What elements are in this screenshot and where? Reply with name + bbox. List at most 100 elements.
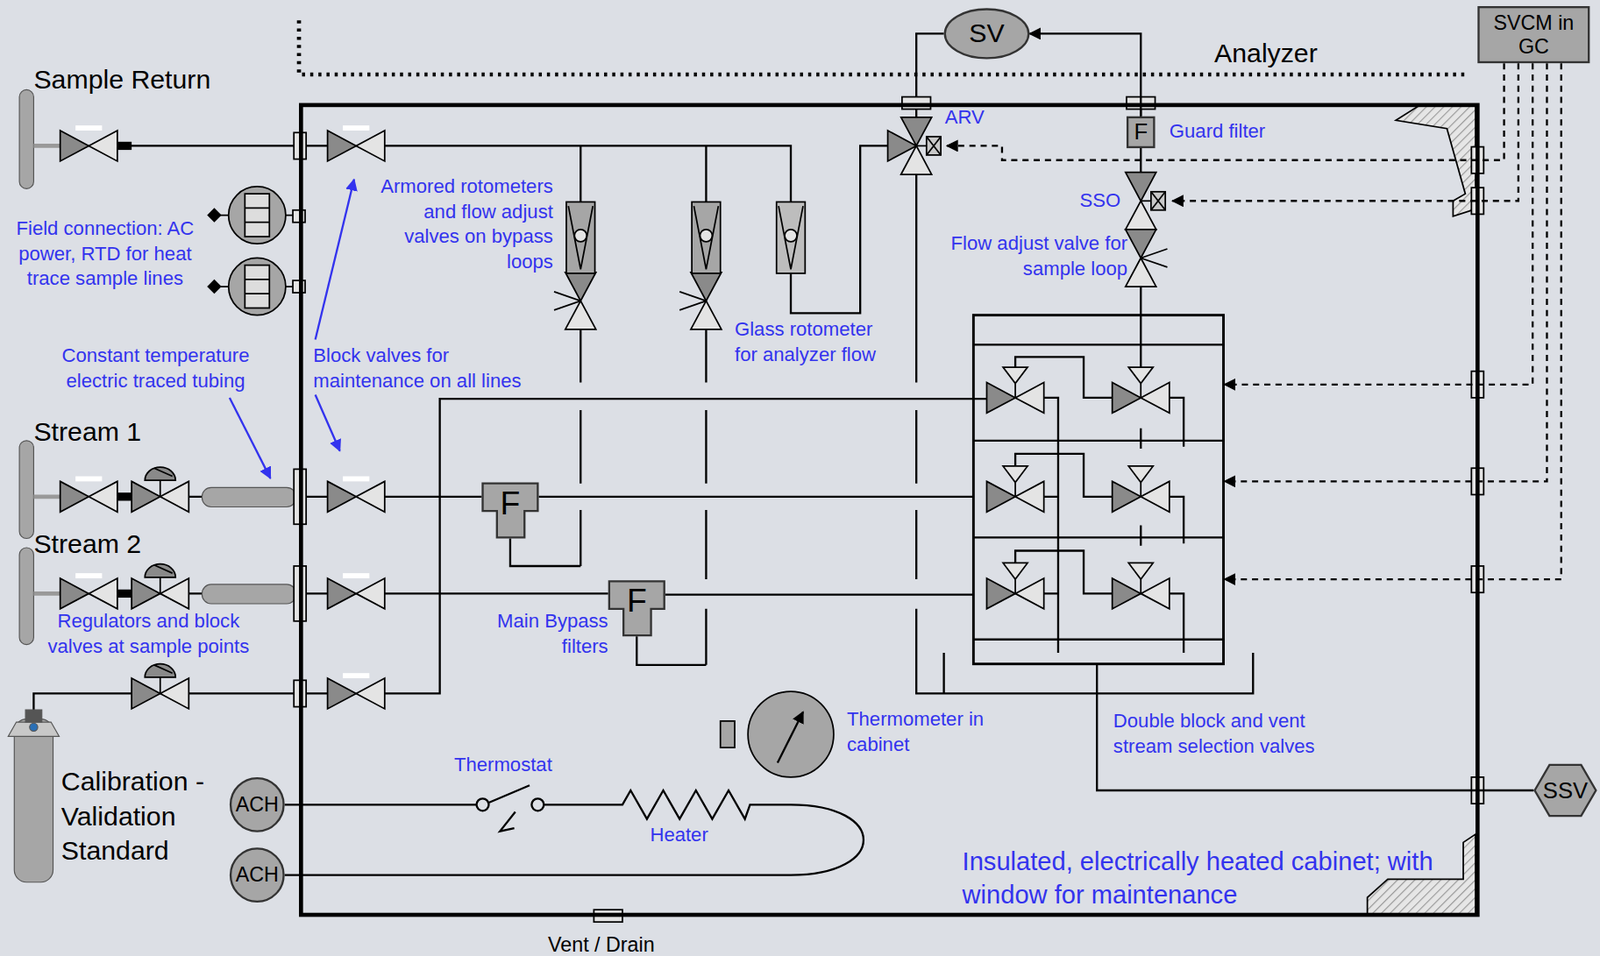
field-connections: [244, 207, 270, 222]
field-connections: [244, 265, 270, 309]
sample-taps: [19, 89, 34, 189]
ach-circle: ACH: [229, 847, 285, 904]
node-text: ACH: [235, 863, 279, 888]
node-text: F: [481, 484, 539, 523]
label-text: Analyzer: [1214, 36, 1318, 72]
gas-cylinder: [29, 723, 38, 732]
process-lines: [972, 344, 1224, 640]
wall-fittings: [292, 210, 306, 223]
sample-taps: [19, 89, 132, 645]
valves: [131, 467, 189, 512]
valves: [1125, 229, 1168, 287]
thermometer: [777, 711, 804, 763]
connector: [1224, 63, 1548, 482]
valves: [327, 573, 385, 610]
gas-cylinder: [25, 710, 43, 723]
valves: [1112, 367, 1170, 413]
valves: [1125, 172, 1166, 230]
thermometer: [720, 691, 834, 778]
thermometer: [747, 691, 834, 778]
field-connections: [207, 186, 293, 316]
field-connections: [207, 280, 221, 293]
bypass-filter: F: [481, 483, 539, 540]
field-connections: [207, 209, 221, 222]
sample-valve-ellipse-shape: [945, 8, 1029, 58]
connector: [665, 593, 973, 596]
ssv-hexagon-shape: [1535, 765, 1597, 817]
sample-valve-ellipse: SV: [944, 7, 1031, 59]
analyzer-boundary: [298, 20, 1470, 75]
gas-cylinder: [7, 710, 59, 883]
field-connections: [244, 193, 270, 237]
traced-tubing: [201, 584, 296, 605]
wall-fittings: [292, 97, 1484, 924]
stream-selection-block-outline: [972, 313, 1224, 665]
rotameters: [691, 201, 721, 273]
cabinet-outline: [298, 103, 1480, 918]
label-text: Armored rotometers and flow adjust valve…: [377, 174, 554, 276]
node-text: ACH: [235, 793, 279, 818]
heater-circuit: [284, 785, 864, 875]
svcm-box: SVCM in GC: [1477, 6, 1590, 64]
valves: [60, 573, 118, 610]
thermometer: [720, 721, 735, 748]
node-text: F: [608, 583, 666, 621]
node-text: Double block and vent stream selection v…: [1113, 709, 1349, 760]
leader-arrows: [315, 179, 355, 341]
node-text: Insulated, electrically heated cabinet; …: [962, 845, 1443, 912]
field-connections: [228, 186, 286, 244]
valves: [60, 476, 118, 513]
valves: [131, 664, 189, 710]
leader-arrows: [229, 179, 355, 479]
field-connections: [228, 257, 286, 315]
connector: [1224, 63, 1562, 580]
connector: [539, 496, 974, 498]
label-text: Heater: [649, 823, 708, 849]
sample-taps: [117, 492, 132, 501]
label-text: Sample Return: [33, 63, 211, 98]
label-text: Glass rotometer for analyzer flow: [734, 317, 898, 368]
analyzer-boundary: [298, 20, 1470, 75]
label-text: Guard filter: [1169, 119, 1266, 145]
heater-circuit: [531, 798, 544, 811]
ssv-hexagon: SSV: [1533, 764, 1597, 818]
heater-circuit: [284, 790, 864, 876]
label-text: Calibration - Validation Standard: [61, 765, 211, 869]
connector: [1224, 63, 1533, 385]
node-text: SVCM in GC: [1486, 11, 1581, 59]
sample-taps: [117, 142, 132, 150]
bypass-filter: F: [608, 580, 666, 637]
ach-circle-shape: [230, 848, 285, 903]
valves: [327, 125, 385, 162]
sample-taps: [117, 590, 132, 598]
valves: [1125, 229, 1168, 287]
sample-taps: [33, 145, 60, 594]
leader-arrows: [315, 394, 341, 451]
guard-filter: F: [1126, 116, 1156, 149]
signal-lines: [946, 63, 1504, 161]
valves: [131, 564, 189, 610]
cabinet-shape: [300, 105, 1478, 916]
rotameters: [566, 201, 596, 273]
process-lines: [33, 398, 987, 719]
guard-filter-shape: [1127, 117, 1154, 148]
signal-lines: [946, 63, 1519, 201]
valves: [986, 466, 1044, 512]
wall-fittings: [292, 280, 306, 293]
cabinet: Double block and vent stream selection v…: [298, 103, 1480, 918]
node-text: F: [1133, 119, 1148, 145]
valves: [901, 117, 941, 175]
label-text: Thermostat: [454, 753, 553, 779]
sample-taps: [19, 440, 34, 540]
label-text: ARV: [945, 105, 985, 131]
valves: [679, 272, 722, 330]
valves: [327, 476, 385, 513]
label-text: Field connection: AC power, RTD for heat…: [2, 216, 207, 292]
node-text: SSV: [1543, 777, 1588, 804]
rotameters: [566, 201, 805, 273]
gas-cylinder: [7, 722, 59, 737]
label-text: Constant temperature electric traced tub…: [45, 343, 265, 394]
valves: [327, 673, 385, 710]
heater-circuit: [476, 798, 490, 811]
